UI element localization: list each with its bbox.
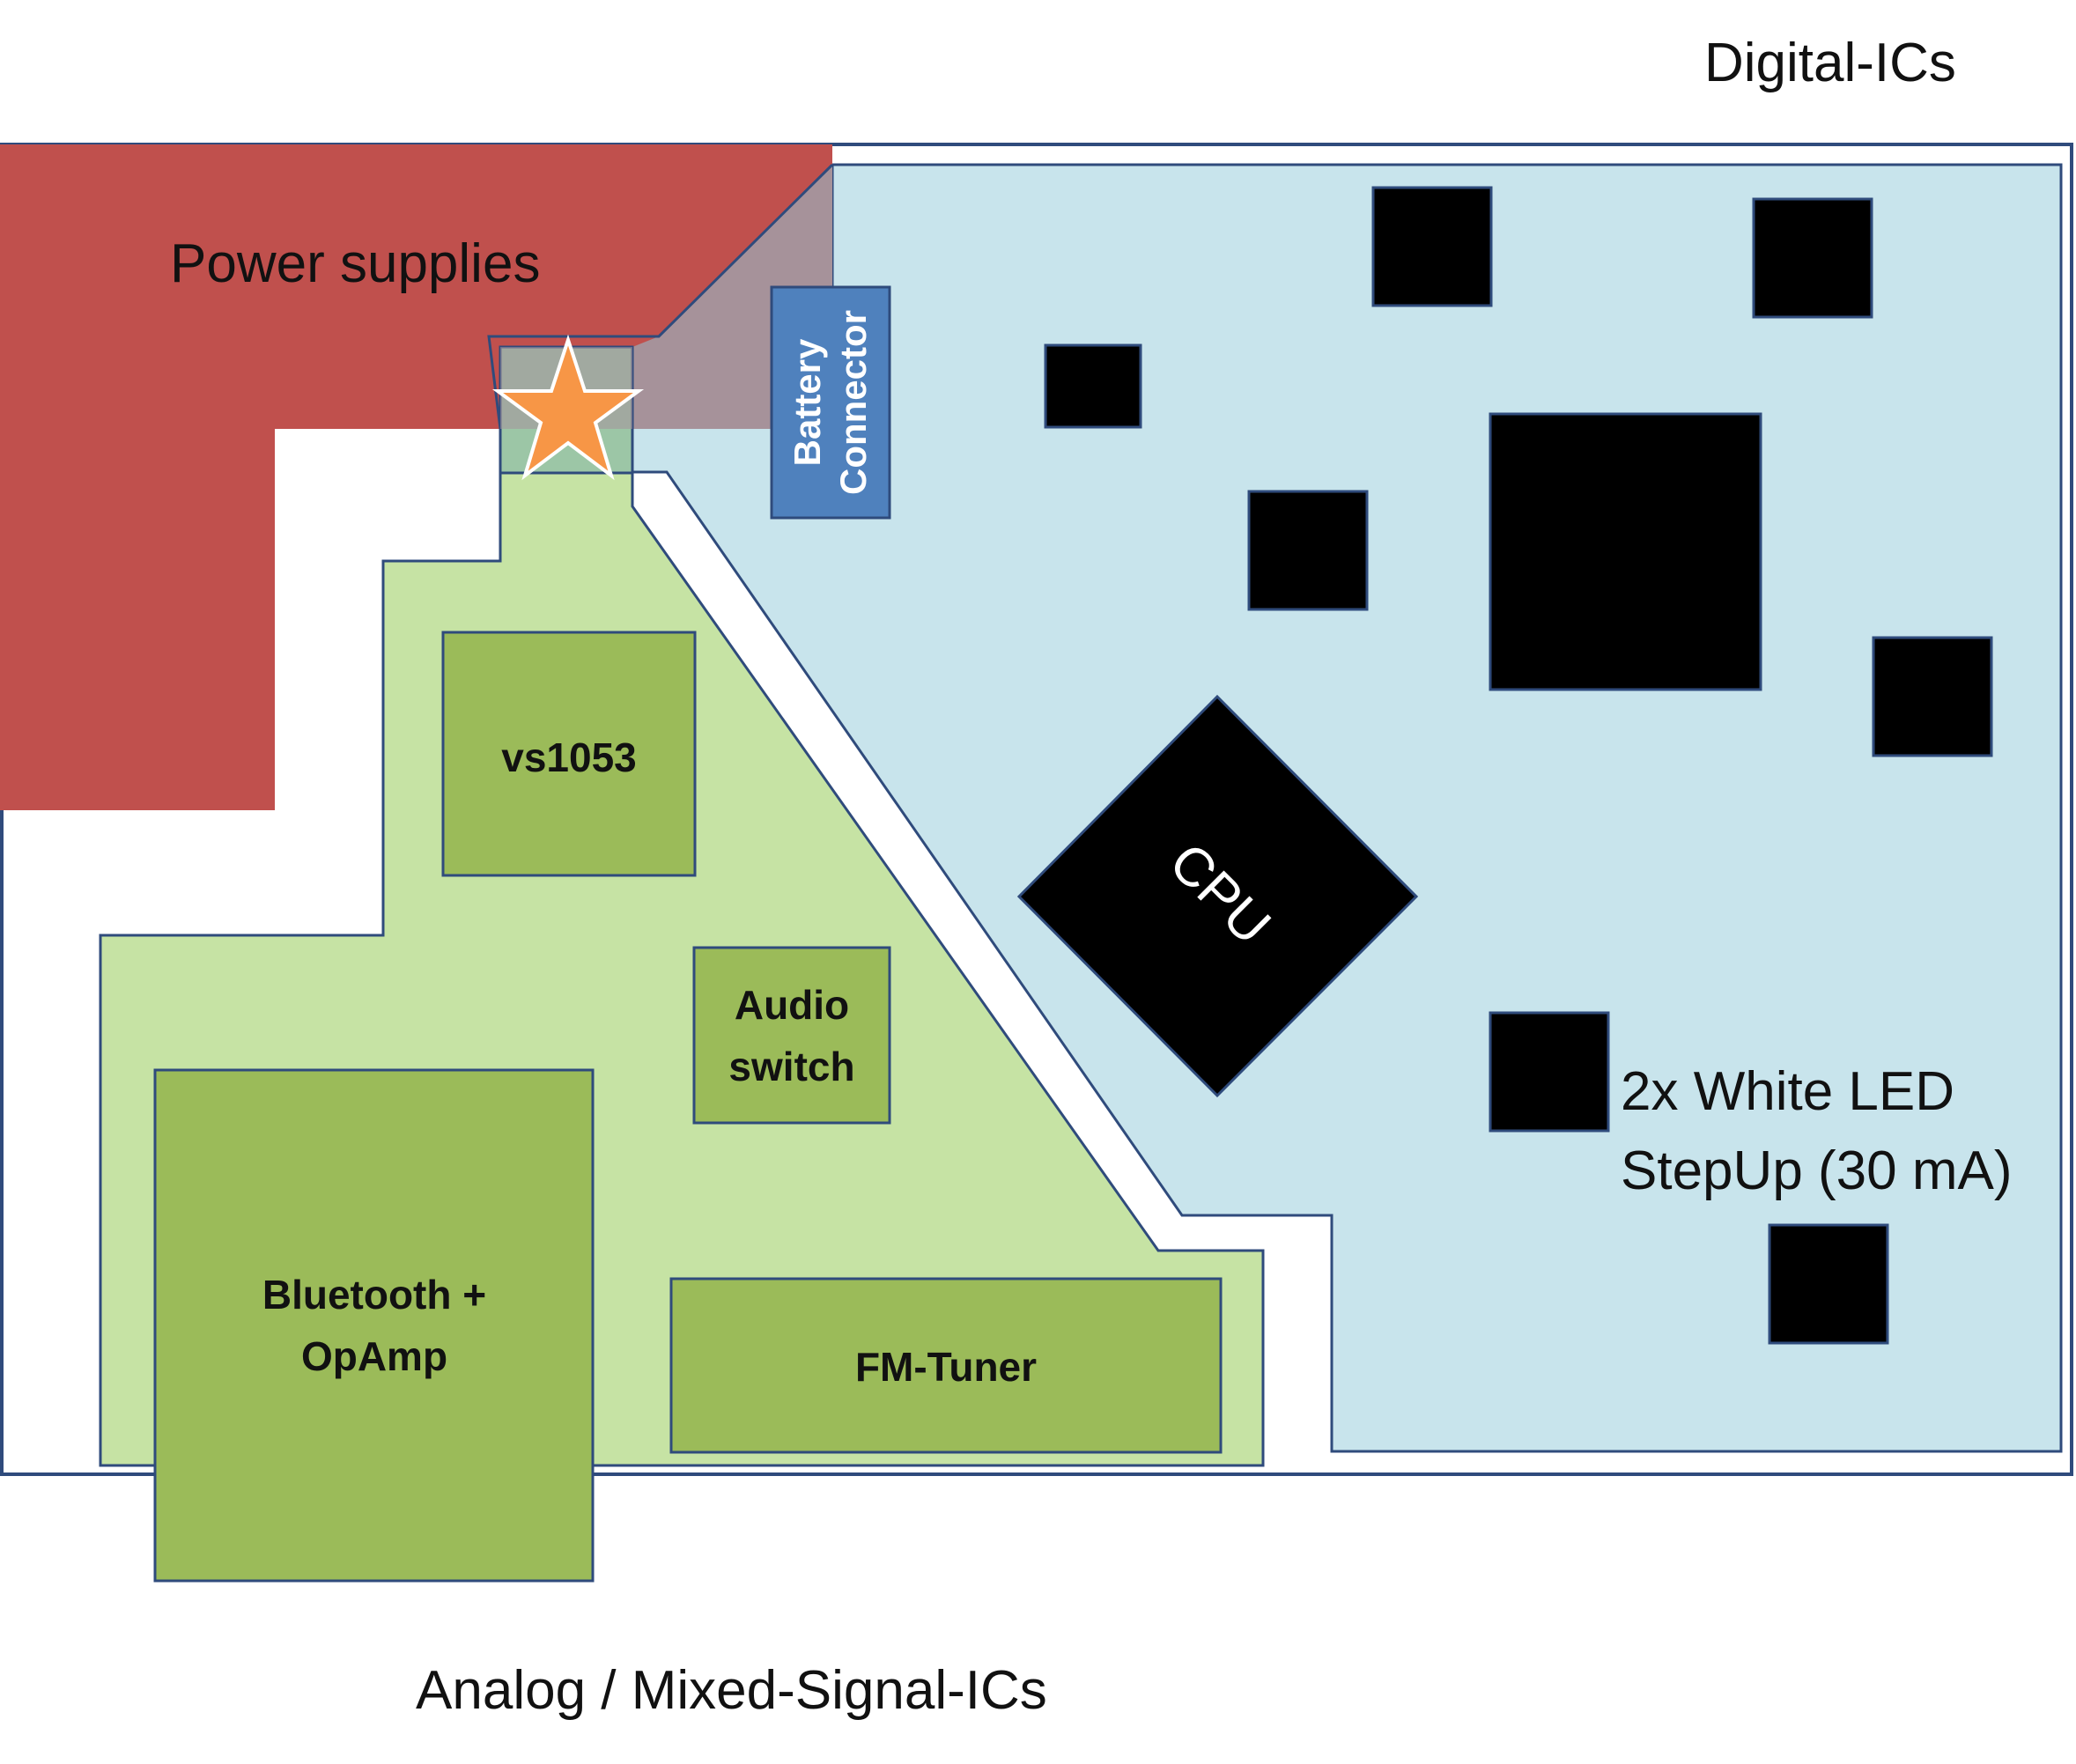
led-stepup-label-1: 2x White LED (1621, 1061, 1954, 1122)
power-supplies-label: Power supplies (170, 233, 540, 294)
bluetooth-opamp-block (153, 1068, 595, 1583)
digital-ics-label: Digital-ICs (1704, 33, 1956, 93)
power-region-edge (487, 163, 834, 430)
bluetooth-label-2: OpAmp (301, 1333, 447, 1379)
audio-switch-label-1: Audio (735, 982, 849, 1028)
bluetooth-label-1: Bluetooth + (262, 1272, 486, 1317)
audio-switch-block (692, 946, 891, 1125)
battery-connector-label-1: Battery (787, 338, 828, 466)
chip-5 (1872, 636, 1993, 757)
star-icon (491, 334, 645, 481)
cpu-chip (1016, 694, 1419, 1098)
chip-6 (1768, 1223, 1889, 1345)
power-region-main (0, 144, 832, 810)
chip-2 (1752, 197, 1873, 319)
chip-4 (1247, 490, 1369, 611)
vs1053-label: vs1053 (501, 734, 637, 780)
chip-1 (1371, 186, 1493, 307)
vs1053-block (441, 631, 697, 877)
led-stepup-label-2: StepUp (30 mA) (1621, 1140, 2013, 1201)
chip-3 (1044, 343, 1142, 429)
audio-switch-label-2: switch (728, 1044, 854, 1089)
chip-large (1489, 412, 1762, 691)
battery-connector-label-2: Connector (832, 310, 874, 495)
fm-tuner-label: FM-Tuner (855, 1344, 1037, 1390)
fm-tuner-block (669, 1277, 1223, 1454)
chip-led-stepup (1489, 1011, 1610, 1133)
analog-ics-label: Analog / Mixed-Signal-ICs (416, 1660, 1047, 1721)
battery-connector (770, 285, 891, 520)
